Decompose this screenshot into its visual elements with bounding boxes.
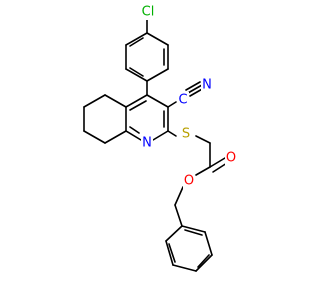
carbonyl-oxygen-label: O [226,151,236,166]
bond-ph2 [165,240,174,266]
bond-ar1 [146,32,169,46]
bond-ph3 [172,264,197,272]
bond-c3-cn [167,101,177,108]
bond-c4-c4a-dbl [129,100,147,111]
bond-ph4 [195,254,213,272]
bond-ar4 [125,68,148,82]
bonds [83,17,228,272]
atom-sulfur: S [180,126,192,142]
bond-ph-inner2 [197,254,210,268]
bond-cn-triple-a [187,84,203,94]
atom-labels: Cl C N N S O O [137,4,237,189]
molecule-structure-diagram: Cl C N N S O O [83,4,237,272]
bond-c5-c6 [83,94,106,108]
bond-n1-c2 [152,130,169,141]
nitrile-carbon-label: C [178,93,187,108]
ring-nitrogen-label: N [142,136,152,151]
bond-ph-inner1 [168,243,176,263]
chlorine-label: Cl [142,5,155,20]
bond-ph-inner3 [184,229,203,236]
bond-ar6 [125,32,148,46]
atom-ring-nitrogen: N [141,135,153,151]
bond-oester-ch2 [174,186,184,206]
bond-ar3 [146,68,169,82]
atom-ester-oxygen: O [183,173,195,189]
atom-nitrile-carbon: C [177,92,189,108]
bond-ch2-ph [174,204,183,227]
bond-cn-triple-b [185,81,201,91]
bond-c7-c8 [83,130,106,144]
atom-carbonyl-oxygen: O [225,150,237,166]
bond-c2-s [167,130,177,137]
bond-co-dbl-a [209,157,226,168]
bond-c8a-n1-dbl [129,126,140,134]
bond-ph1 [165,225,183,242]
bond-c3-c4 [146,94,169,108]
sulfur-label: S [182,127,190,142]
bond-ar-inner3 [129,37,144,47]
bond-ph5 [204,231,213,256]
bond-c4a-c5 [104,94,127,108]
bond-co-dbl-b [212,162,228,173]
atom-nitrile-nitrogen: N [201,77,213,93]
nitrile-nitrogen-label: N [202,78,212,93]
bond-ar-inner2 [129,67,144,77]
bond-c8-c8a [104,130,127,144]
bond-s-ch2 [195,135,211,144]
bond-ph6 [181,225,206,233]
bond-c8a-n1 [125,130,142,141]
atom-chlorine: Cl [137,4,157,20]
bond-co-oester [195,166,211,176]
ester-oxygen-label: O [184,174,194,189]
bond-c4-c4a [125,94,148,108]
